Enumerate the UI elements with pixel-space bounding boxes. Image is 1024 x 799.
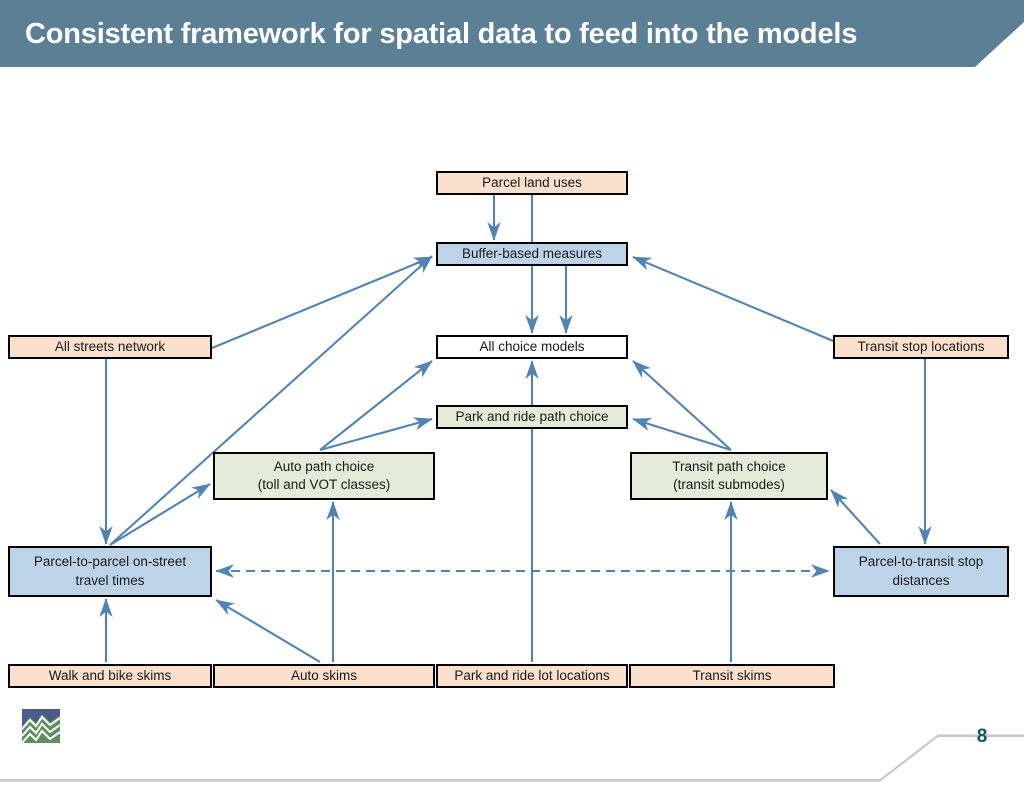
node-label: Parcel land uses bbox=[482, 174, 582, 190]
node-label: Park and ride path choice bbox=[455, 408, 609, 424]
edge-auto-path-to-all-choice bbox=[319, 360, 433, 451]
node-label: All choice models bbox=[479, 338, 585, 354]
node-auto-skims[interactable]: Auto skims bbox=[213, 664, 435, 688]
node-label: All streets network bbox=[54, 338, 166, 354]
node-walk-and-bike-skims[interactable]: Walk and bike skims bbox=[8, 664, 212, 688]
diagram-node-layer: Parcel land uses Buffer-based measures A… bbox=[0, 67, 1024, 701]
slide-canvas: Consistent framework for spatial data to… bbox=[0, 0, 1024, 782]
node-park-and-ride-path-choice[interactable]: Park and ride path choice bbox=[436, 405, 628, 429]
mountains-waves-logo bbox=[22, 709, 60, 743]
footer-rule-decoration bbox=[0, 734, 1024, 782]
logo-glyph bbox=[22, 709, 60, 743]
edge-parcel-to-parcel-to-buffer bbox=[109, 255, 433, 546]
edge-transit-stops-to-buffer bbox=[632, 256, 839, 344]
node-park-and-ride-lot-locations[interactable]: Park and ride lot locations bbox=[436, 664, 628, 688]
flowchart-diagram: Parcel land uses Buffer-based measures A… bbox=[0, 67, 1024, 701]
edge-parcel-to-transit-to-transit-path bbox=[830, 489, 881, 545]
node-all-choice-models[interactable]: All choice models bbox=[436, 335, 628, 359]
header-banner bbox=[0, 0, 1024, 67]
node-all-streets-network[interactable]: All streets network bbox=[8, 335, 212, 359]
slide-footer: 8 bbox=[0, 701, 1024, 782]
node-transit-path-choice[interactable]: Transit path choice(transit submodes) bbox=[630, 452, 828, 500]
diagram-edge-layer bbox=[99, 195, 932, 663]
page-number: 8 bbox=[976, 726, 988, 747]
edge-transit-path-to-all-choice bbox=[632, 360, 732, 451]
node-label: Transit path choice(transit submodes) bbox=[672, 458, 786, 492]
page-title: Consistent framework for spatial data to… bbox=[25, 18, 858, 50]
node-label: Walk and bike skims bbox=[48, 667, 172, 683]
node-label: Auto path choice(toll and VOT classes) bbox=[257, 458, 391, 492]
node-parcel-land-uses[interactable]: Parcel land uses bbox=[436, 171, 628, 195]
edge-auto-skims-to-parcel-to-parcel bbox=[215, 599, 321, 663]
node-transit-skims[interactable]: Transit skims bbox=[629, 664, 835, 688]
node-label: Buffer-based measures bbox=[461, 245, 603, 261]
edge-all-streets-to-buffer bbox=[211, 256, 433, 349]
node-label: Transit skims bbox=[692, 667, 772, 683]
edge-auto-path-to-park-ride-path bbox=[319, 417, 433, 452]
edge-parcel-to-parcel-to-auto-path bbox=[109, 483, 211, 546]
node-buffer-based-measures[interactable]: Buffer-based measures bbox=[436, 242, 628, 266]
node-label: Auto skims bbox=[290, 667, 358, 683]
node-transit-stop-locations[interactable]: Transit stop locations bbox=[833, 335, 1009, 359]
edge-transit-path-to-park-ride-path bbox=[632, 417, 732, 452]
node-auto-path-choice[interactable]: Auto path choice(toll and VOT classes) bbox=[213, 452, 435, 500]
node-label: Park and ride lot locations bbox=[454, 667, 610, 683]
node-label: Transit stop locations bbox=[857, 338, 985, 354]
